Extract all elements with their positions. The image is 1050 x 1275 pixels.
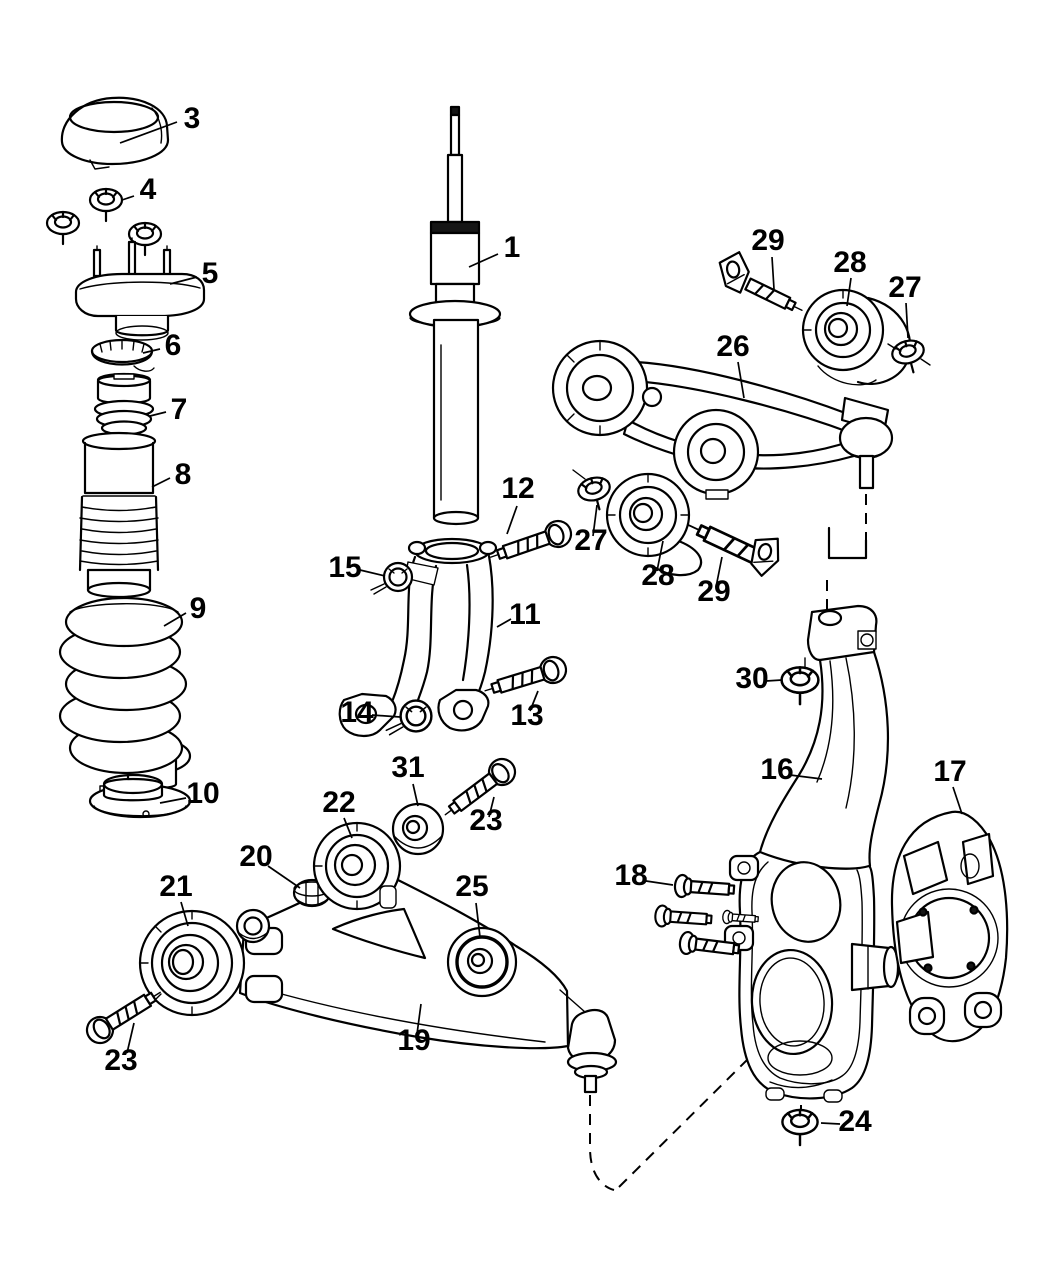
bolt-13 bbox=[480, 652, 571, 705]
callout-21[interactable]: 21 bbox=[159, 870, 192, 903]
leader-line-14 bbox=[371, 714, 401, 718]
nut-27-upper bbox=[887, 336, 931, 378]
leader-line-26 bbox=[737, 361, 745, 399]
callout-5[interactable]: 5 bbox=[202, 257, 219, 290]
part-dust-cap bbox=[60, 96, 170, 170]
leader-line-9 bbox=[163, 612, 187, 627]
bolt-29-mid bbox=[684, 517, 785, 581]
leader-line-4 bbox=[121, 195, 135, 201]
part-jounce-bumper bbox=[93, 372, 155, 436]
leader-line-29 bbox=[771, 256, 775, 290]
callout-14[interactable]: 14 bbox=[340, 696, 374, 729]
callout-28[interactable]: 28 bbox=[833, 246, 866, 279]
assembly-dash-lines bbox=[589, 494, 868, 1191]
leader-line-18 bbox=[645, 880, 674, 886]
callout-24[interactable]: 24 bbox=[838, 1105, 872, 1138]
part-knuckle bbox=[723, 604, 901, 1103]
part-coil-spring bbox=[58, 596, 192, 790]
bolt-29-upper bbox=[717, 250, 806, 317]
bushing-28-mid bbox=[605, 472, 703, 577]
part-dust-boot bbox=[78, 431, 160, 599]
bolt-12 bbox=[485, 516, 576, 571]
callout-27[interactable]: 27 bbox=[888, 271, 921, 304]
callout-30[interactable]: 30 bbox=[735, 662, 768, 695]
callout-23[interactable]: 23 bbox=[104, 1044, 137, 1077]
leader-line-31 bbox=[412, 783, 419, 807]
callout-22[interactable]: 22 bbox=[322, 786, 355, 819]
callout-31[interactable]: 31 bbox=[391, 751, 424, 784]
callout-15[interactable]: 15 bbox=[328, 551, 361, 584]
part-mount-bearing bbox=[90, 338, 155, 372]
washer-31 bbox=[391, 802, 445, 856]
callout-4[interactable]: 4 bbox=[140, 173, 157, 206]
callout-25[interactable]: 25 bbox=[455, 870, 488, 903]
leader-line-27 bbox=[592, 504, 598, 537]
leader-line-22 bbox=[343, 817, 353, 839]
leader-line-28 bbox=[846, 277, 852, 307]
leader-line-10 bbox=[159, 797, 187, 804]
part-strut-mount bbox=[74, 237, 206, 341]
nut-27-mid bbox=[572, 469, 616, 515]
nut-24 bbox=[781, 1108, 819, 1147]
leader-line-15 bbox=[359, 569, 386, 577]
leader-line-6 bbox=[142, 348, 161, 354]
callout-7[interactable]: 7 bbox=[171, 393, 188, 426]
part-strut-fork bbox=[338, 537, 498, 738]
leader-line-20 bbox=[267, 865, 301, 889]
callout-12[interactable]: 12 bbox=[501, 472, 534, 505]
leader-line-16 bbox=[789, 774, 823, 780]
leader-line-21 bbox=[180, 901, 189, 927]
callout-16[interactable]: 16 bbox=[760, 753, 793, 786]
callout-19[interactable]: 19 bbox=[397, 1024, 430, 1057]
callout-28[interactable]: 28 bbox=[641, 559, 674, 592]
callout-18[interactable]: 18 bbox=[614, 859, 647, 892]
part-splash-shield bbox=[890, 810, 1009, 1043]
callout-13[interactable]: 13 bbox=[510, 699, 543, 732]
callout-8[interactable]: 8 bbox=[175, 458, 192, 491]
callout-17[interactable]: 17 bbox=[933, 755, 966, 788]
callout-27[interactable]: 27 bbox=[574, 524, 607, 557]
part-lower-control-arm bbox=[238, 869, 618, 1094]
callout-1[interactable]: 1 bbox=[504, 231, 521, 264]
leader-line-8 bbox=[151, 477, 171, 488]
callout-3[interactable]: 3 bbox=[184, 102, 201, 135]
leader-line-23 bbox=[488, 796, 495, 818]
bolt-15 bbox=[369, 561, 414, 596]
leader-line-13 bbox=[529, 690, 539, 712]
callout-9[interactable]: 9 bbox=[190, 592, 207, 625]
part-strut bbox=[408, 105, 502, 526]
callout-6[interactable]: 6 bbox=[165, 329, 182, 362]
callout-23[interactable]: 23 bbox=[469, 804, 502, 837]
leader-line-25 bbox=[475, 902, 481, 938]
part-spring-isolator bbox=[88, 773, 192, 819]
leader-line-23 bbox=[126, 1022, 135, 1054]
leader-line-11 bbox=[496, 618, 512, 628]
leader-line-5 bbox=[169, 276, 198, 285]
bushing-22 bbox=[312, 821, 402, 911]
part-upper-control-arm bbox=[551, 339, 894, 500]
leader-line-29 bbox=[715, 556, 723, 588]
leader-line-12 bbox=[506, 505, 518, 535]
callout-26[interactable]: 26 bbox=[716, 330, 749, 363]
nut-30 bbox=[780, 657, 820, 706]
leader-line-19 bbox=[416, 1003, 422, 1035]
leader-line-30 bbox=[765, 679, 783, 682]
bushing-25 bbox=[446, 926, 518, 998]
leader-line-17 bbox=[952, 786, 963, 815]
callout-20[interactable]: 20 bbox=[239, 840, 272, 873]
bushing-21 bbox=[138, 909, 284, 1017]
leader-line-3 bbox=[119, 121, 178, 144]
leader-line-27 bbox=[905, 302, 909, 339]
callout-29[interactable]: 29 bbox=[751, 224, 784, 257]
leader-line-1 bbox=[468, 253, 499, 268]
callout-10[interactable]: 10 bbox=[186, 777, 219, 810]
callout-29[interactable]: 29 bbox=[697, 575, 730, 608]
bushing-28-upper bbox=[801, 288, 912, 386]
leader-line-28 bbox=[656, 540, 664, 572]
leader-line-7 bbox=[149, 411, 167, 417]
leader-line-24 bbox=[820, 1122, 841, 1125]
callout-11[interactable]: 11 bbox=[509, 598, 541, 631]
